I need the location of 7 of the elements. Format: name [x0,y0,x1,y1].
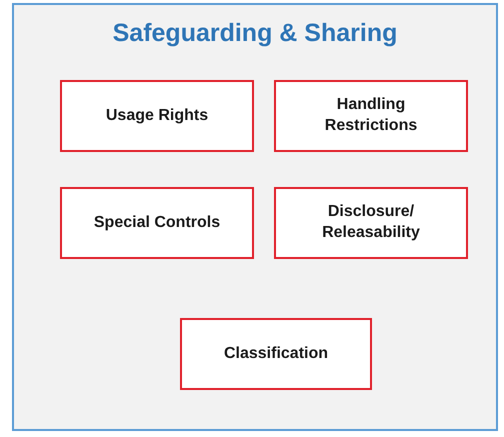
panel-title: Safeguarding & Sharing [112,19,398,48]
group-panel [12,3,498,431]
category-box: Special Controls [60,187,254,259]
category-box: Handling Restrictions [274,80,468,152]
category-box: Disclosure/ Releasability [274,187,468,259]
category-box: Classification [180,318,372,390]
category-box: Usage Rights [60,80,254,152]
